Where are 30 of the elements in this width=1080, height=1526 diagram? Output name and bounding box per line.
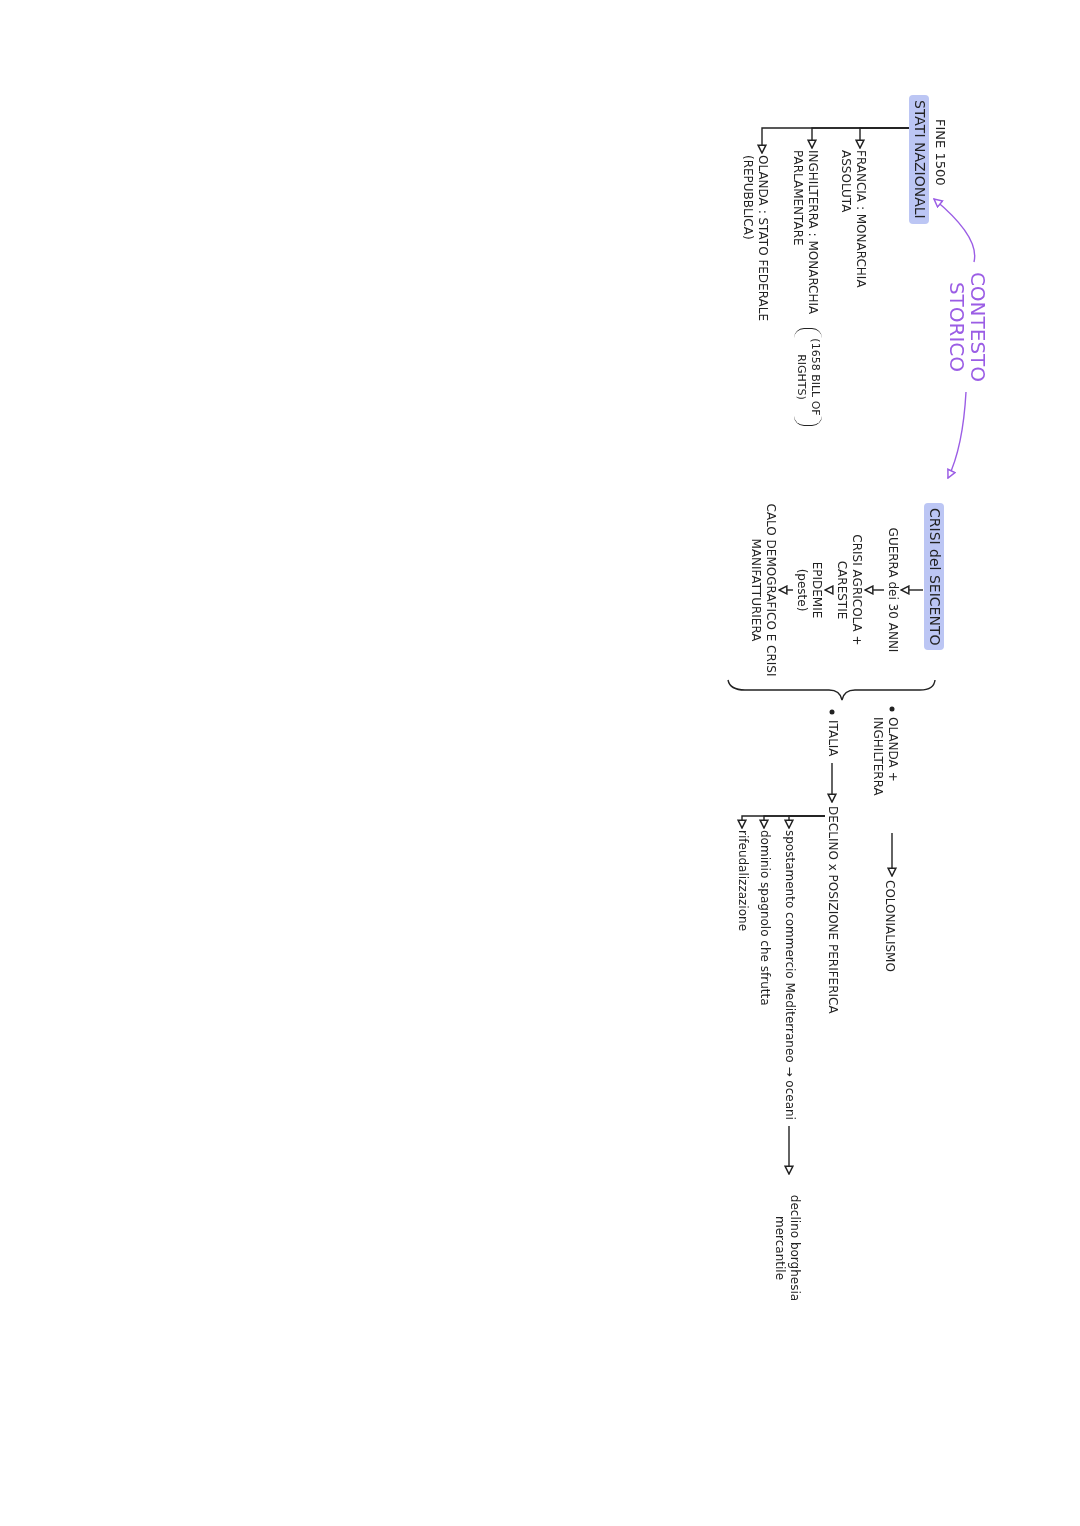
note-text: CRISI AGRICOLA + CARESTIE	[834, 533, 864, 648]
highlighted-heading: CRISI del SEICENTO	[924, 503, 944, 651]
note-text: dominio spagnolo che sfrutta	[757, 830, 772, 1006]
date-label: FINE 1500	[932, 119, 948, 188]
note-text: EPIDEMIE (peste)	[794, 560, 824, 621]
note-text: COLONIALISMO	[882, 880, 897, 972]
note-text: OLANDA : STATO FEDERALE (REPUBBLICA)	[740, 155, 770, 324]
note-text: DECLINO x POSIZIONE PERIFERICA	[825, 806, 840, 1014]
note-text: CALO DEMOGRAFICO E CRISI MANIFATTURIERA	[748, 502, 778, 679]
arrow	[737, 815, 826, 829]
arrow	[933, 198, 976, 263]
arrow	[900, 585, 924, 595]
arrow	[784, 1125, 794, 1175]
highlighted-heading: STATI NAZIONALI	[909, 95, 929, 224]
arrow	[757, 127, 910, 154]
arrow	[887, 832, 897, 877]
note-text: declino borghesia mercantile	[772, 1193, 802, 1304]
title-text: CONTESTO STORICO	[946, 270, 988, 385]
note-text: GUERRA dei 30 ANNI	[885, 526, 900, 655]
note-text: rifeudalizzazione	[735, 830, 750, 932]
arrow	[824, 585, 834, 595]
arrow	[864, 585, 885, 595]
note-text: OLANDA + INGHILTERRA	[870, 717, 900, 798]
arrow	[946, 391, 967, 479]
note-text: FRANCIA : MONARCHIA ASSOLUTA	[838, 150, 868, 290]
note-text: spostamento commercio Mediterraneo → oceani	[782, 830, 797, 1120]
side-note: (1658 BILL OF RIGHTS)	[794, 328, 822, 426]
note-text: ITALIA	[825, 720, 840, 757]
arrow	[778, 585, 794, 595]
arrow	[827, 762, 837, 803]
